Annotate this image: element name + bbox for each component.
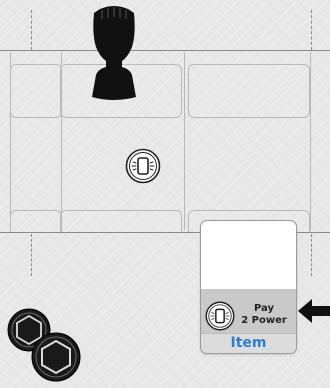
column-divider [184, 52, 185, 230]
phone-device-icon [125, 148, 161, 184]
card-slot[interactable] [188, 64, 310, 118]
phone-device-icon [205, 301, 235, 331]
card-cost-line1: Pay [235, 303, 293, 315]
player-silhouette-icon[interactable] [82, 5, 146, 103]
card-cost-line2: 2 Power [235, 315, 293, 327]
column-divider [61, 52, 62, 230]
guide-line [311, 10, 312, 50]
card-cost: Pay 2 Power [235, 303, 293, 327]
column-divider [310, 52, 311, 230]
card-type-label: Item [201, 335, 296, 352]
item-card[interactable]: Pay 2 Power Item [200, 220, 297, 354]
card-slot[interactable] [10, 64, 62, 118]
card-slot[interactable] [10, 210, 62, 232]
arrow-left-icon [296, 297, 330, 325]
guide-line [311, 234, 312, 276]
card-slot[interactable] [60, 210, 182, 232]
guide-line [31, 10, 32, 50]
guide-line [31, 234, 32, 276]
row-boundary-top [0, 50, 330, 51]
hexagon-token-icon[interactable] [30, 331, 82, 383]
column-divider [10, 52, 11, 230]
